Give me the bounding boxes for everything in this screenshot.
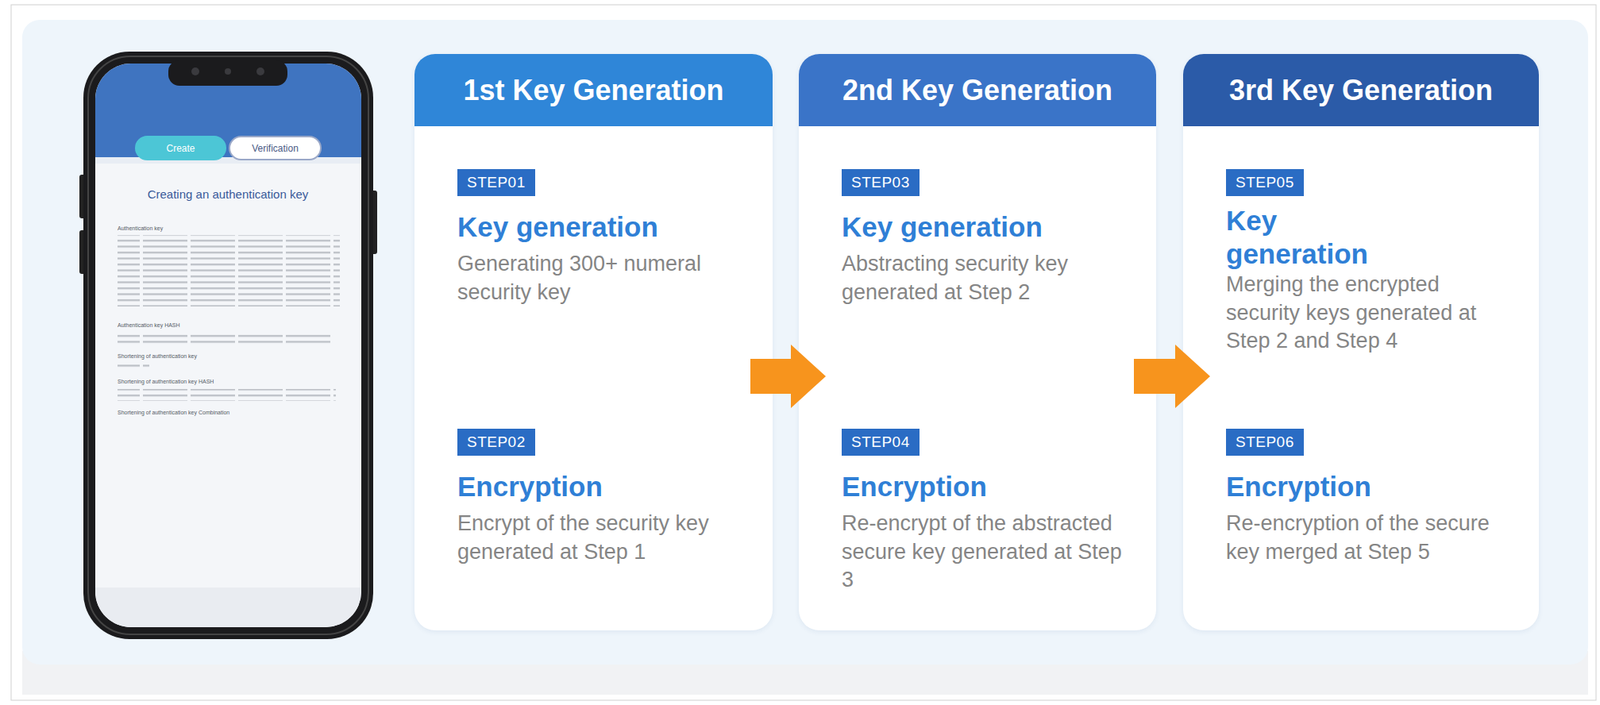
card-header: 1st Key Generation [414, 53, 773, 127]
step-title: Encryption [1226, 470, 1517, 504]
step-block: STEP06EncryptionRe-encryption of the sec… [1226, 428, 1517, 567]
screen-caption: Authentication key [117, 225, 163, 232]
tab-button: Create [134, 135, 227, 161]
step-badge: STEP03 [841, 169, 920, 197]
step-badge: STEP04 [841, 428, 920, 456]
step-badge: STEP02 [457, 428, 536, 456]
step-description: Re-encryption of the secure key merged a… [1226, 509, 1517, 567]
step-block: STEP01Key generationGenerating 300+ nume… [457, 169, 751, 307]
screen-caption: Shortening of authentication key [117, 353, 197, 359]
tab-label: Create [165, 142, 195, 155]
step-block: STEP05Key generationMerging the encrypte… [1226, 169, 1517, 356]
step-block: STEP02EncryptionEncrypt of the security … [457, 428, 751, 567]
step-description: Merging the encrypted security keys gene… [1226, 270, 1517, 356]
screen-title: Creating an authentication key [147, 187, 309, 201]
flow-arrow [750, 344, 826, 409]
tab-button: Verification [228, 135, 322, 161]
step-badge: STEP05 [1226, 169, 1304, 197]
phone-illustration [79, 51, 378, 640]
stage-card: 1st Key GenerationSTEP01Key generationGe… [414, 53, 773, 631]
step-description: Re-encrypt of the abstracted secure key … [841, 509, 1134, 595]
step-badge: STEP01 [457, 169, 536, 197]
frame [11, 4, 1597, 701]
step-title: Key generation [1226, 204, 1377, 271]
step-description: Abstracting security key generated at St… [841, 250, 1134, 307]
step-title: Encryption [841, 470, 1134, 504]
step-description: Encrypt of the security key generated at… [457, 509, 751, 567]
card-header: 3rd Key Generation [1183, 53, 1539, 127]
step-block: STEP03Key generationAbstracting security… [841, 169, 1134, 307]
step-title: Key generation [841, 210, 1134, 244]
screen-caption: Authentication key HASH [117, 322, 181, 328]
step-title: Encryption [457, 470, 751, 504]
step-badge: STEP06 [1226, 428, 1304, 456]
screen-caption: Shortening of authentication key Combina… [117, 409, 230, 416]
screen-caption: Shortening of authentication key HASH [117, 378, 214, 385]
step-description: Generating 300+ numeral security key [457, 250, 751, 307]
card-header: 2nd Key Generation [798, 53, 1157, 127]
flow-arrow [1133, 344, 1211, 409]
step-title: Key generation [457, 210, 751, 244]
stage-card: 3rd Key GenerationSTEP05Key generationMe… [1183, 53, 1539, 631]
step-block: STEP04EncryptionRe-encrypt of the abstra… [841, 428, 1134, 595]
tab-label: Verification [251, 142, 299, 155]
stage-card: 2nd Key GenerationSTEP03Key generationAb… [798, 53, 1157, 631]
panel [22, 19, 1589, 665]
